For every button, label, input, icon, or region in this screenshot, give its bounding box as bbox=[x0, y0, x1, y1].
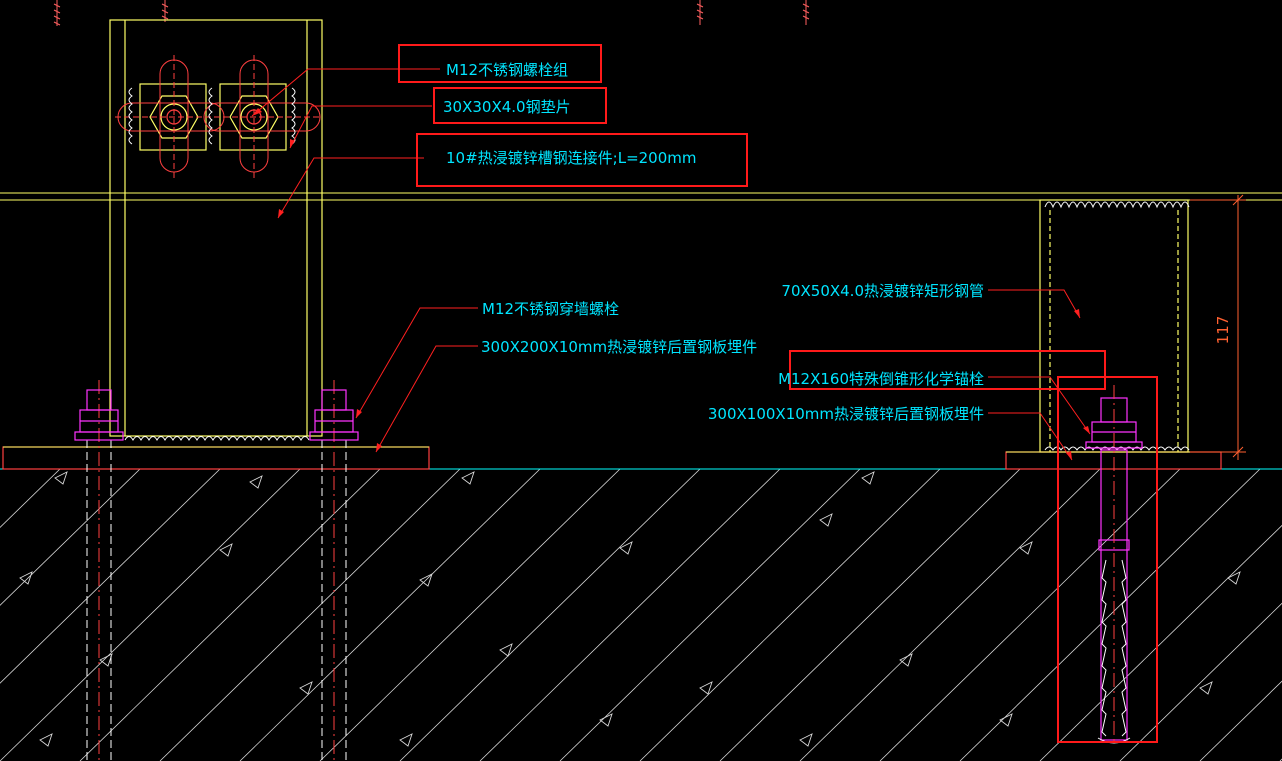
leader-arrowheads bbox=[252, 108, 1090, 460]
label-channel-connector: 10#热浸镀锌槽钢连接件;L=200mm bbox=[446, 149, 697, 167]
highlight-bolt-group bbox=[398, 44, 602, 83]
tube-height-dimension bbox=[1190, 194, 1246, 460]
through-wall-bolt-right bbox=[309, 380, 359, 761]
aggregate-mark bbox=[399, 733, 413, 747]
aggregate-mark bbox=[461, 471, 475, 485]
hatch-line bbox=[799, 469, 1101, 761]
highlight-chemical-anchor-label bbox=[789, 350, 1106, 390]
hatch-line bbox=[0, 469, 301, 761]
embed-plate-large bbox=[2, 446, 430, 470]
highlight-washer bbox=[433, 87, 607, 124]
leader-lines bbox=[251, 68, 1091, 461]
aggregate-mark bbox=[99, 653, 113, 667]
aggregate-mark bbox=[249, 475, 263, 489]
aggregate-mark bbox=[419, 573, 433, 587]
slot-holes bbox=[115, 55, 321, 180]
aggregate-mark bbox=[819, 513, 833, 527]
aggregate-mark bbox=[299, 681, 313, 695]
tube-height-value: 117 bbox=[1214, 316, 1232, 345]
hatch-line bbox=[0, 469, 221, 684]
label-through-bolt: M12不锈钢穿墙螺栓 bbox=[482, 300, 619, 318]
hatch-line bbox=[719, 469, 1021, 761]
cone-profile-left bbox=[1101, 559, 1107, 737]
aggregate-mark bbox=[1227, 571, 1241, 585]
hatch-line bbox=[639, 469, 941, 761]
through-wall-bolt-left bbox=[74, 380, 124, 761]
aggregate-mark bbox=[19, 571, 33, 585]
bolt-group bbox=[115, 55, 321, 180]
hatch-line bbox=[0, 469, 141, 606]
top-screw-marks bbox=[53, 0, 810, 26]
hatch-line bbox=[0, 469, 61, 528]
label-embed-plate-large: 300X200X10mm热浸镀锌后置钢板埋件 bbox=[481, 338, 757, 356]
hatch-line bbox=[319, 469, 621, 761]
aggregate-mark bbox=[699, 681, 713, 695]
aggregate-mark bbox=[619, 541, 633, 555]
hatch-line bbox=[79, 469, 381, 761]
cone-profile-right bbox=[1121, 559, 1127, 737]
base-weld bbox=[124, 436, 310, 442]
aggregate-mark bbox=[54, 471, 68, 485]
chemical-anchor bbox=[1085, 385, 1143, 745]
label-chemical-anchor: M12X160特殊倒锥形化学锚栓 bbox=[778, 370, 984, 388]
label-embed-plate-small: 300X100X10mm热浸镀锌后置钢板埋件 bbox=[708, 405, 984, 423]
hatch-line bbox=[1199, 680, 1282, 761]
weld-bead bbox=[124, 436, 310, 442]
channel-connector bbox=[109, 19, 323, 437]
aggregate-mark bbox=[219, 543, 233, 557]
hatch-line bbox=[479, 469, 781, 761]
highlight-chemical-anchor bbox=[1057, 376, 1158, 743]
label-washer-plate: 30X30X4.0钢垫片 bbox=[443, 98, 571, 116]
concrete-hatch bbox=[0, 469, 1282, 761]
aggregate-mark bbox=[899, 653, 913, 667]
hatch-line bbox=[959, 469, 1261, 761]
highlight-channel bbox=[416, 133, 748, 187]
aggregate-mark bbox=[861, 471, 875, 485]
weld-bead bbox=[1044, 201, 1190, 209]
aggregate-mark bbox=[499, 643, 513, 657]
label-rect-tube: 70X50X4.0热浸镀锌矩形钢管 bbox=[781, 282, 984, 300]
aggregate-mark bbox=[599, 713, 613, 727]
label-bolt-group: M12不锈钢螺栓组 bbox=[446, 61, 568, 79]
bolt-group-welds bbox=[128, 87, 296, 145]
aggregate-mark bbox=[39, 733, 53, 747]
hatch-line bbox=[159, 469, 461, 761]
review-highlights bbox=[398, 44, 1158, 743]
aggregate-mark bbox=[999, 713, 1013, 727]
aggregate-mark bbox=[1019, 541, 1033, 555]
aggregate-mark bbox=[1199, 681, 1213, 695]
tube-top-weld bbox=[1044, 201, 1190, 451]
hatch-line bbox=[1119, 602, 1282, 761]
hatch-line bbox=[1039, 524, 1282, 761]
hatch-line bbox=[399, 469, 701, 761]
hatch-line bbox=[239, 469, 541, 761]
hatch-line bbox=[879, 469, 1181, 761]
concrete-aggregate-marks bbox=[19, 471, 1241, 747]
aggregate-mark bbox=[799, 733, 813, 747]
hatch-line bbox=[559, 469, 861, 761]
